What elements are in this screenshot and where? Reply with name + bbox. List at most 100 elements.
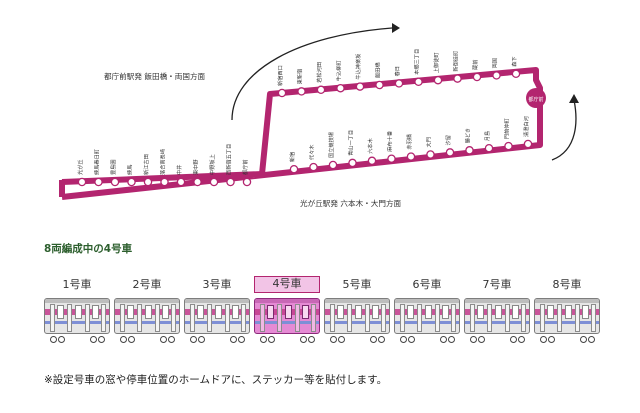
car-door	[120, 304, 125, 332]
lower-station-dot	[143, 177, 153, 187]
car-door	[470, 304, 475, 332]
car-window	[57, 305, 64, 319]
car-door	[451, 304, 456, 332]
car-wheel	[400, 336, 407, 343]
middle-station-label: 両国	[492, 58, 499, 68]
middle-station-dot	[465, 146, 474, 155]
car-door	[435, 304, 440, 332]
lower-station-label: 光が丘	[76, 159, 84, 175]
car-door	[101, 304, 106, 332]
car-door	[171, 304, 176, 332]
car-window	[512, 305, 519, 319]
car-door	[591, 304, 596, 332]
middle-station-dot	[406, 152, 416, 161]
middle-station-label: 牛込柳町	[335, 60, 343, 81]
lower-station-dot	[242, 177, 252, 187]
car-wheel	[408, 336, 415, 343]
car-wheel	[470, 336, 477, 343]
car-door	[381, 304, 386, 332]
lower-station-label: 落合南長崎	[159, 149, 167, 175]
middle-station-label: 本郷三丁目	[413, 49, 421, 75]
car-blue	[535, 321, 599, 324]
car-window	[565, 305, 572, 319]
car-wheel	[478, 336, 485, 343]
car-body	[254, 298, 320, 334]
lower-station-dot	[176, 177, 186, 187]
middle-station-label: 汐留	[444, 135, 452, 145]
car-window	[285, 305, 292, 319]
middle-station-dot	[328, 160, 338, 170]
car-wheel	[160, 336, 167, 343]
middle-station-dot	[277, 88, 287, 98]
car-wheel	[190, 336, 197, 343]
car-number-label: 6号車	[412, 278, 442, 291]
car-number-label: 2号車	[132, 278, 162, 291]
car-roof	[465, 299, 529, 303]
car-blue	[115, 321, 179, 324]
lower-station-label: 東中野	[192, 159, 200, 175]
upper-direction-arrow	[231, 27, 393, 121]
car-wheel	[90, 336, 97, 343]
train-car: 8号車	[534, 276, 600, 346]
middle-station-dot	[484, 143, 494, 153]
car-door	[241, 304, 246, 332]
car-door	[277, 304, 282, 332]
car-window	[337, 305, 344, 319]
car-wheel	[338, 336, 345, 343]
car-door	[347, 304, 352, 332]
car-body	[184, 298, 250, 334]
sticker-note: ※設定号車の窓や停車位置のホームドアに、ステッカー等を貼付します。	[44, 374, 388, 386]
lower-station-dot	[77, 177, 87, 187]
middle-station-dot	[387, 154, 396, 163]
middle-station-label: 麻布十番	[386, 130, 394, 152]
middle-station-label: 清澄白河	[522, 116, 530, 137]
middle-station-dot	[445, 148, 455, 157]
lower-station-dot	[209, 177, 219, 187]
middle-station-dot	[355, 82, 365, 91]
car-wheel	[510, 336, 517, 343]
car-wheel	[268, 336, 275, 343]
car-window	[442, 305, 449, 319]
car-blue	[465, 321, 529, 324]
car-window	[127, 305, 134, 319]
car-window	[582, 305, 589, 319]
train-car: 3号車	[184, 276, 250, 346]
car-roof	[45, 299, 109, 303]
car-blue	[45, 321, 109, 324]
car-wheel	[518, 336, 525, 343]
middle-station-dot	[433, 75, 443, 85]
lower-station-dot	[110, 177, 120, 187]
car-door	[311, 304, 316, 332]
car-wheel	[230, 336, 237, 343]
middle-station-label: 上御徒町	[432, 52, 440, 73]
car-body	[394, 298, 460, 334]
lower-station-label: 西新宿五丁目	[225, 144, 233, 175]
hub-station-marker	[526, 88, 546, 108]
car-window	[477, 305, 484, 319]
middle-station-label: 若松河田	[315, 62, 323, 83]
middle-station-label: 月島	[483, 131, 491, 141]
lower-direction-label: 光が丘駅発 六本木・大門方面	[300, 198, 402, 208]
middle-station-dot	[348, 158, 357, 168]
car-wheel	[168, 336, 175, 343]
middle-station-label: 新宿	[288, 152, 296, 162]
section-title: 8両編成中の4号車	[44, 243, 133, 255]
car-blue	[185, 321, 249, 324]
car-wheel	[378, 336, 385, 343]
middle-station-label: 蔵前	[471, 60, 479, 70]
middle-station-dot	[309, 162, 318, 172]
car-number-label: 4号車	[254, 276, 320, 293]
car-wheel	[448, 336, 455, 343]
lower-direction-arrow	[551, 99, 577, 161]
car-door	[85, 304, 90, 332]
train-car: 4号車	[254, 276, 320, 346]
middle-station-dot	[414, 77, 423, 87]
car-wheel	[198, 336, 205, 343]
car-door	[487, 304, 492, 332]
middle-station-label: 東新宿	[296, 69, 304, 85]
train-car: 6号車	[394, 276, 460, 346]
car-wheel	[50, 336, 57, 343]
lower-station-label: 練馬	[126, 165, 134, 175]
car-door	[557, 304, 562, 332]
car-window	[267, 305, 274, 319]
